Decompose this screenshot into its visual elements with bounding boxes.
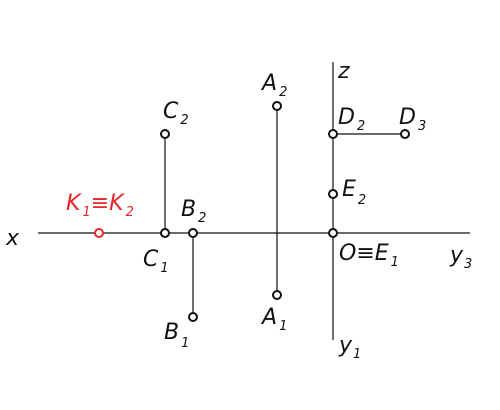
point-c1: [160, 228, 170, 238]
point-b2: [188, 228, 198, 238]
z-axis-label: z: [337, 59, 350, 84]
y1-axis-label: y1: [338, 333, 361, 362]
y3-axis-label: y3: [449, 243, 472, 272]
point-a2: [272, 101, 282, 111]
x-axis-label: x: [5, 226, 20, 251]
point-b1: [188, 312, 198, 322]
point-e2: [328, 189, 338, 199]
point-d2: [328, 129, 338, 139]
point-c2: [160, 129, 170, 139]
point-o-e1: [328, 228, 338, 238]
point-d3: [400, 129, 410, 139]
point-k: [94, 228, 104, 238]
point-a1: [272, 290, 282, 300]
